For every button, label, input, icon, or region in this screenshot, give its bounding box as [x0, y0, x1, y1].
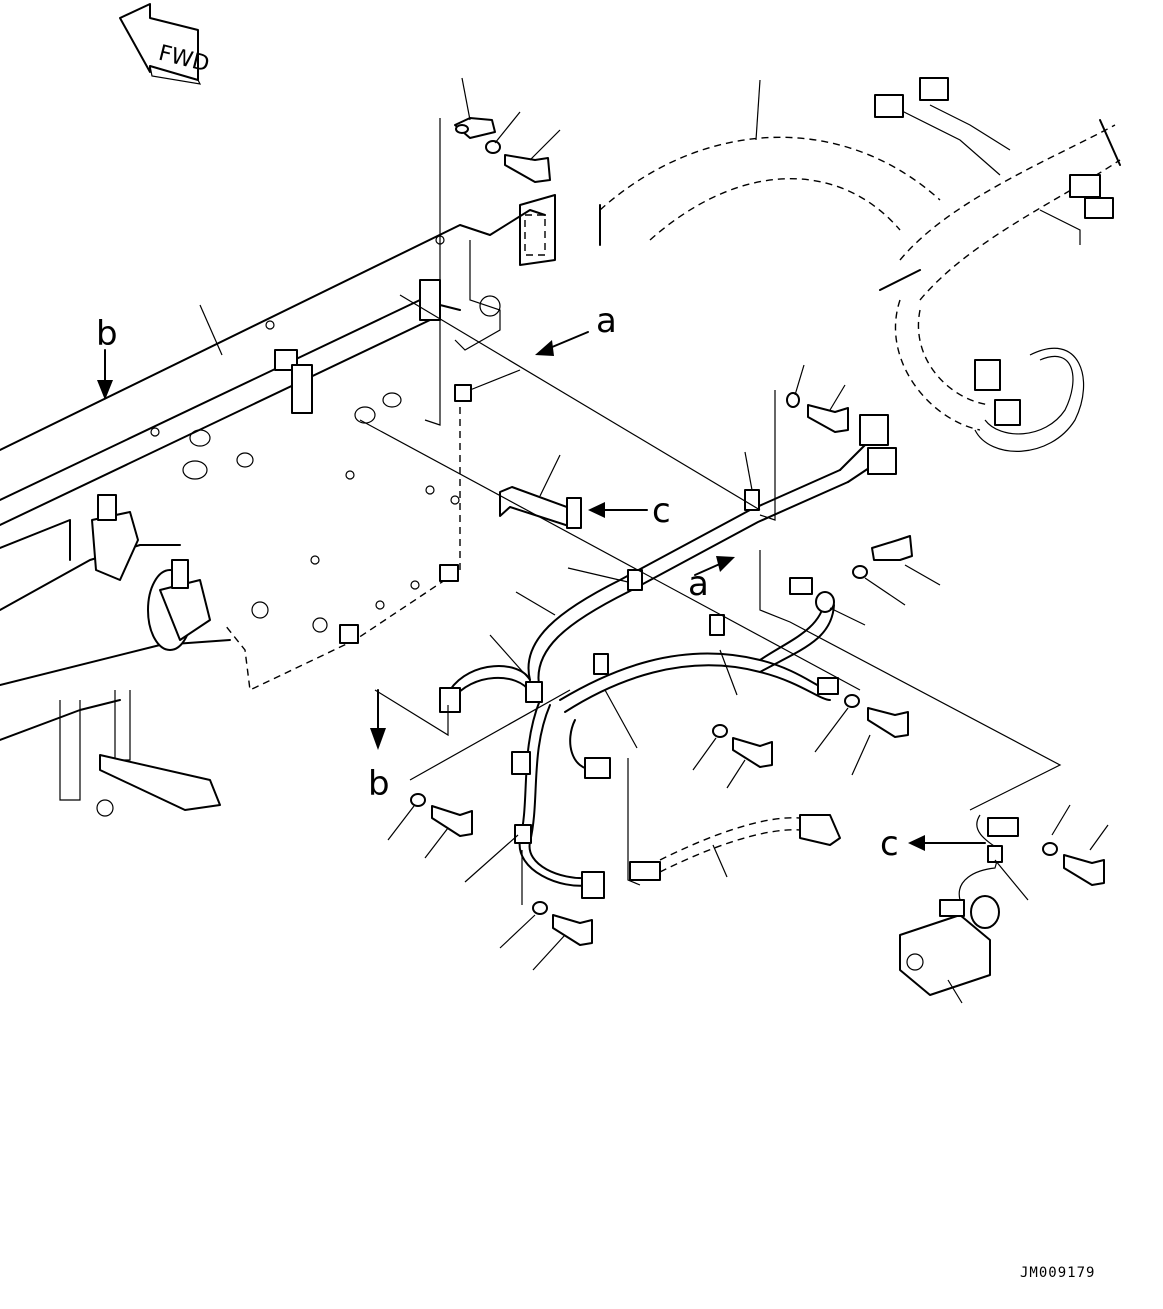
reference-lines: [359, 118, 1062, 905]
fwd-label: FWD: [156, 41, 212, 78]
drawing-code: JM009179: [1020, 1265, 1095, 1281]
leader-lines: [387, 77, 1109, 971]
pressure-sensor: [629, 814, 841, 881]
callout-a-lower: a: [688, 564, 709, 604]
fwd-arrow: FWD: [119, 3, 212, 85]
callout-b-upper: b: [96, 314, 118, 354]
frame-rail: [0, 209, 546, 561]
solenoid-valve: [899, 814, 1019, 1004]
callout-b-lower: b: [368, 764, 390, 804]
callout-a-upper: a: [596, 301, 617, 341]
fasteners: [410, 117, 1105, 946]
callout-c-upper: c: [652, 491, 671, 531]
main-harness-upper: [599, 77, 1121, 452]
mounting-plate: [182, 384, 472, 692]
hydraulic-cylinder: [0, 494, 231, 817]
callout-arrows: [97, 331, 986, 851]
frame-bracket: [519, 194, 556, 266]
floor-harness: [439, 414, 897, 899]
cable-clamp: [499, 454, 582, 529]
callout-c-lower: c: [880, 824, 899, 864]
